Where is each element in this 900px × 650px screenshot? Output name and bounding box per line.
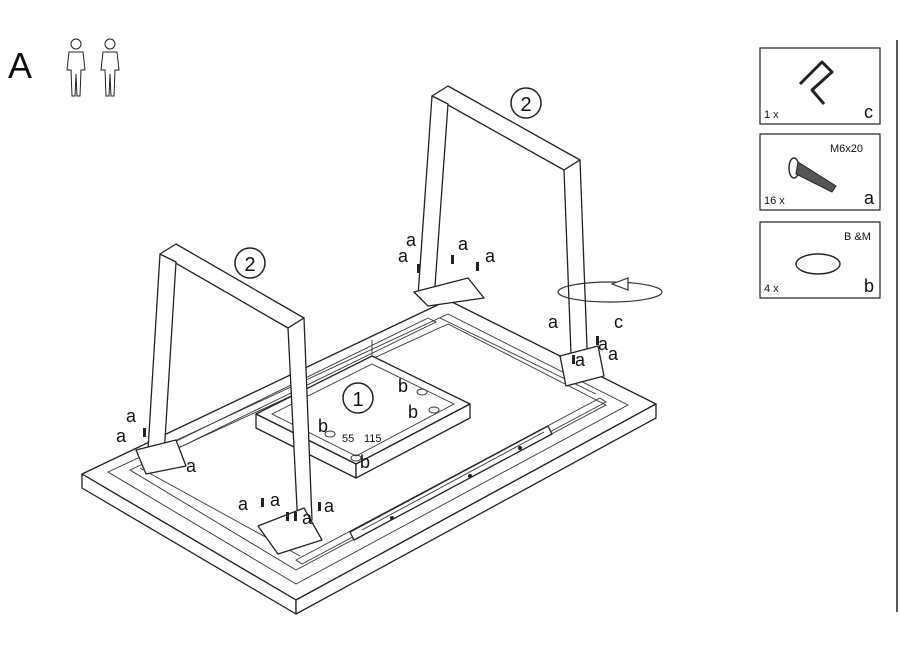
slide-runner <box>349 425 553 541</box>
label-bolt-a: a <box>598 334 609 354</box>
label-pad-b: b <box>360 452 370 472</box>
hardware-qty: 1 x <box>764 109 779 121</box>
hardware-code: a <box>864 188 875 208</box>
bolt-markers <box>143 255 599 521</box>
label-bolt-a: a <box>302 508 313 528</box>
callout-leg-frame-left: 2 <box>234 247 266 279</box>
label-bolt-a: a <box>398 246 409 266</box>
allen-key-icon <box>798 60 834 105</box>
hardware-code: b <box>864 276 874 296</box>
label-bolt-a: a <box>324 496 335 516</box>
svg-text:2: 2 <box>520 94 531 116</box>
part-letter-labels: a a a a a a a a a a a a a a a b b b b c <box>116 230 623 528</box>
two-person-icon <box>66 38 120 97</box>
hardware-item-bolt: M6x20 16 x a <box>759 133 881 211</box>
svg-text:2: 2 <box>244 254 255 276</box>
callout-leg-frame-right: 2 <box>510 87 542 119</box>
label-bolt-a: a <box>608 344 619 364</box>
label-bolt-a: a <box>126 406 137 426</box>
hardware-qty: 16 x <box>764 195 785 207</box>
rotate-arrow-icon <box>557 277 663 303</box>
hardware-spec: B &M <box>844 231 871 243</box>
label-bolt-a: a <box>116 426 127 446</box>
label-bolt-a: a <box>406 230 417 250</box>
hardware-panel: 1 x c M6x20 16 x a B &M 4 x b <box>759 47 881 299</box>
label-bolt-a: a <box>548 312 559 332</box>
dimension-label-55: 55 <box>342 433 354 445</box>
label-pad-b: b <box>318 416 328 436</box>
label-pad-b: b <box>398 376 408 396</box>
svg-text:1: 1 <box>352 389 363 411</box>
leg-frame-left <box>135 243 323 555</box>
felt-pad-icon <box>795 253 841 275</box>
hardware-item-allen-key: 1 x c <box>759 47 881 125</box>
step-letter: A <box>8 45 32 86</box>
leg-frame-right <box>413 85 605 387</box>
label-bolt-a: a <box>575 350 586 370</box>
hardware-spec: M6x20 <box>830 143 863 155</box>
label-bolt-a: a <box>270 490 281 510</box>
label-bolt-a: a <box>186 456 197 476</box>
label-bolt-a: a <box>238 494 249 514</box>
pad-markers <box>324 388 440 462</box>
bolt-icon <box>788 157 837 193</box>
hardware-qty: 4 x <box>764 283 779 295</box>
label-bolt-a: a <box>485 246 496 266</box>
dimension-label-115: 115 <box>364 433 382 445</box>
label-key-c: c <box>614 312 623 332</box>
label-bolt-a: a <box>458 234 469 254</box>
hardware-code: c <box>864 102 873 122</box>
hardware-item-pad: B &M 4 x b <box>759 221 881 299</box>
label-pad-b: b <box>408 402 418 422</box>
callout-center-unit: 1 <box>342 382 374 414</box>
